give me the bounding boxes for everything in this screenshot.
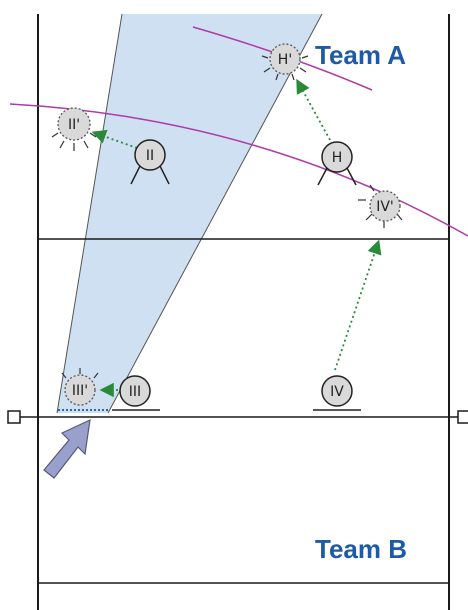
arrow-icon (43, 418, 91, 479)
player-h-label: H (332, 150, 343, 166)
team-a-label: Team A (315, 40, 406, 70)
player-iii-label: III (129, 384, 141, 400)
net-post-left (7, 410, 21, 424)
net-post-right (457, 410, 468, 424)
player-ii-moved-label: II' (68, 117, 80, 133)
player-iv-moved-label: IV' (376, 199, 394, 215)
player-h-moved-label: H' (278, 52, 292, 68)
player-iv-label: IV (330, 384, 344, 400)
player-h-moved: H' (261, 43, 309, 81)
player-iv-moved: IV' (358, 184, 403, 228)
block-shadow-edge-right (107, 13, 323, 414)
player-iii-moved: III' (61, 368, 99, 406)
player-ii: II (130, 139, 170, 185)
move-arrow-h (296, 78, 331, 141)
player-iv: IV (313, 375, 361, 411)
block-shadow-edge-left (56, 13, 123, 414)
player-h: H (317, 141, 357, 186)
player-ii-moved: II' (51, 107, 97, 151)
block-shadow-zone (57, 14, 322, 413)
player-iii: III (112, 375, 160, 411)
move-arrow-iv (334, 239, 382, 371)
player-iii-moved-label: III' (72, 383, 88, 399)
team-b-label: Team B (315, 534, 407, 564)
player-ii-label: II (146, 148, 154, 164)
